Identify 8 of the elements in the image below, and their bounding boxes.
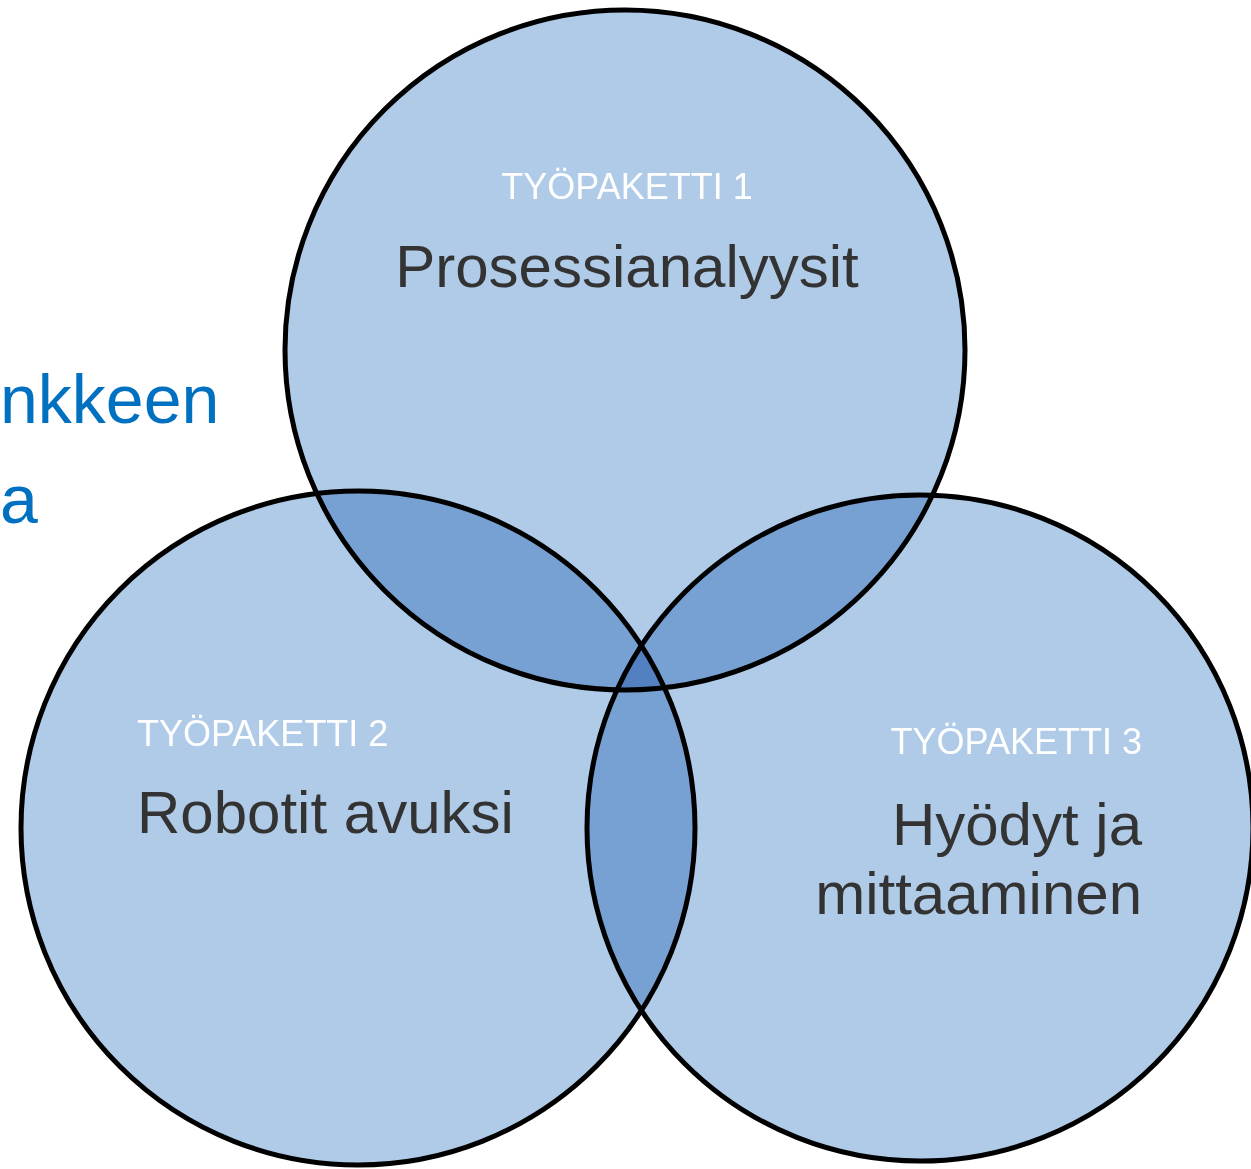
section-label: TYÖPAKETTI 2 bbox=[137, 713, 390, 755]
section-label: TYÖPAKETTI 1 bbox=[500, 166, 754, 208]
section-title: Robotit avuksi bbox=[137, 778, 515, 847]
heading-fragment: a bbox=[0, 460, 38, 538]
section-title: Prosessianalyysit bbox=[394, 232, 860, 301]
section-title: Hyödyt ja mittaaminen bbox=[814, 790, 1142, 928]
section-label: TYÖPAKETTI 3 bbox=[889, 721, 1142, 763]
heading-fragment: nkkeen bbox=[0, 360, 220, 438]
